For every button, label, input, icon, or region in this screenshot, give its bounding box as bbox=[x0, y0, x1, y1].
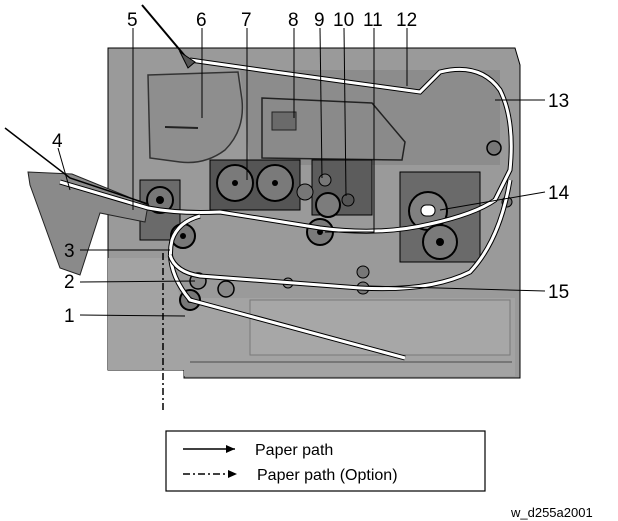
callout-15: 15 bbox=[548, 282, 569, 303]
laser-unit-window bbox=[271, 111, 297, 131]
legend-dashed-label: Paper path (Option) bbox=[257, 467, 398, 484]
registration-roller-core bbox=[180, 233, 186, 239]
figure-id: w_d255a2001 bbox=[510, 505, 593, 520]
development-roller-left-core bbox=[232, 180, 238, 186]
callout-10: 10 bbox=[333, 10, 354, 31]
leader-15 bbox=[367, 285, 546, 292]
fusing-lamp bbox=[420, 204, 436, 217]
duplex-path bbox=[168, 179, 512, 291]
callout-12: 12 bbox=[396, 10, 417, 31]
callout-11: 11 bbox=[363, 10, 383, 31]
drum bbox=[315, 192, 341, 218]
exit-roller bbox=[486, 140, 502, 156]
laser-unit bbox=[261, 97, 406, 161]
paper-paths bbox=[59, 57, 514, 410]
callout-5: 5 bbox=[127, 10, 138, 31]
callout-3: 3 bbox=[64, 241, 75, 262]
output-paper-lead bbox=[141, 4, 191, 63]
toner-bottle bbox=[147, 71, 244, 164]
callout-8: 8 bbox=[288, 10, 299, 31]
legend-box bbox=[165, 430, 486, 492]
legend-solid-label: Paper path bbox=[255, 442, 333, 459]
leader-14 bbox=[439, 191, 546, 211]
output-paper-tip bbox=[178, 50, 196, 69]
callout-1: 1 bbox=[64, 306, 75, 327]
callout-9: 9 bbox=[314, 10, 325, 31]
toner-bottle-detail bbox=[164, 126, 199, 129]
tray-feed-path bbox=[168, 214, 406, 360]
callout-13: 13 bbox=[548, 91, 569, 112]
leader-2 bbox=[79, 280, 196, 283]
legend-dashed-arrow bbox=[228, 470, 237, 478]
fusing-pressure-roller-core bbox=[436, 238, 444, 246]
callout-4: 4 bbox=[52, 131, 63, 152]
callout-numbers: 1 2 3 4 5 6 7 8 9 10 11 12 13 14 15 bbox=[52, 10, 570, 327]
leader-10 bbox=[343, 27, 347, 197]
bypass-tray-paper bbox=[4, 127, 149, 205]
bypass-feed-roller-core bbox=[156, 196, 164, 204]
legend-solid-arrow bbox=[226, 445, 235, 453]
callout-6: 6 bbox=[196, 10, 207, 31]
development-roller-right-core bbox=[272, 180, 278, 186]
main-paper-path bbox=[59, 58, 513, 233]
legend: Paper path Paper path (Option) bbox=[165, 430, 486, 492]
exit-duplex-roller bbox=[356, 265, 370, 279]
charge-roller bbox=[341, 193, 355, 207]
leader-11 bbox=[325, 28, 375, 233]
leader-1 bbox=[79, 314, 186, 317]
callout-14: 14 bbox=[548, 183, 570, 204]
leader-4 bbox=[57, 147, 71, 191]
callout-leaders bbox=[57, 27, 546, 317]
duplex-roller-b bbox=[217, 280, 235, 298]
callout-2: 2 bbox=[64, 272, 75, 293]
small-roller-b bbox=[318, 173, 332, 187]
callout-7: 7 bbox=[241, 10, 252, 31]
leader-9 bbox=[319, 27, 323, 179]
small-roller-a bbox=[296, 183, 314, 201]
